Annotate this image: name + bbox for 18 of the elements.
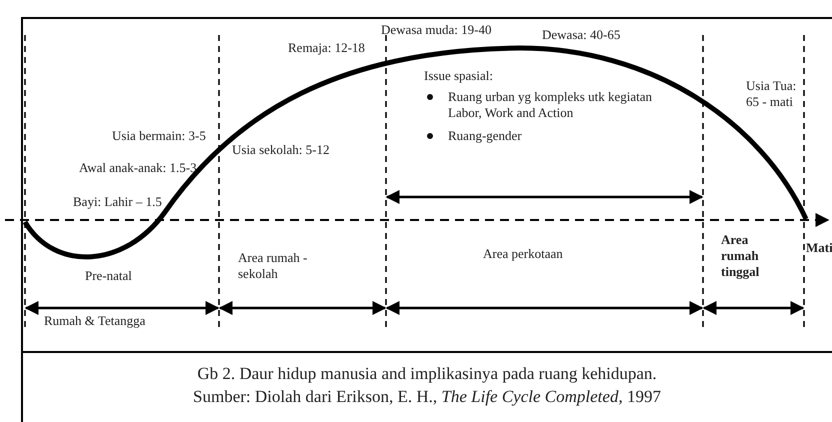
bullet-text: Ruang-gender bbox=[448, 128, 522, 144]
age-label: Usia Tua: 65 - mati bbox=[746, 78, 798, 110]
zone-label: Pre-natal bbox=[85, 268, 132, 284]
age-label: Awal anak-anak: 1.5-3 bbox=[79, 160, 197, 176]
zone-label: Area rumah - sekolah bbox=[238, 250, 308, 282]
bullet-text: Ruang urban yg kompleks utk kegiatan Labor, Work and Action bbox=[448, 89, 653, 121]
zone-label: Area rumah tinggal bbox=[721, 232, 760, 280]
age-label: Dewasa muda: 19-40 bbox=[381, 22, 492, 38]
age-label: Usia bermain: 3-5 bbox=[112, 128, 206, 144]
age-label: Bayi: Lahir – 1.5 bbox=[73, 194, 162, 210]
source-note: Sumber: Diolah dari Erikson, E. H., The Life Cycle Completed, 1997 bbox=[192, 387, 662, 407]
age-label: Dewasa: 40-65 bbox=[542, 27, 620, 43]
age-label: Remaja: 12-18 bbox=[288, 40, 365, 56]
age-label: Usia sekolah: 5-12 bbox=[232, 142, 330, 158]
caption: Gb 2. Daur hidup manusia and implikasinya pada ruang kehidupan. bbox=[196, 364, 658, 384]
heading-text: Issue spasial: bbox=[424, 68, 493, 84]
zone-label: Area perkotaan bbox=[483, 246, 563, 262]
span-label: Rumah & Tetangga bbox=[44, 313, 146, 329]
